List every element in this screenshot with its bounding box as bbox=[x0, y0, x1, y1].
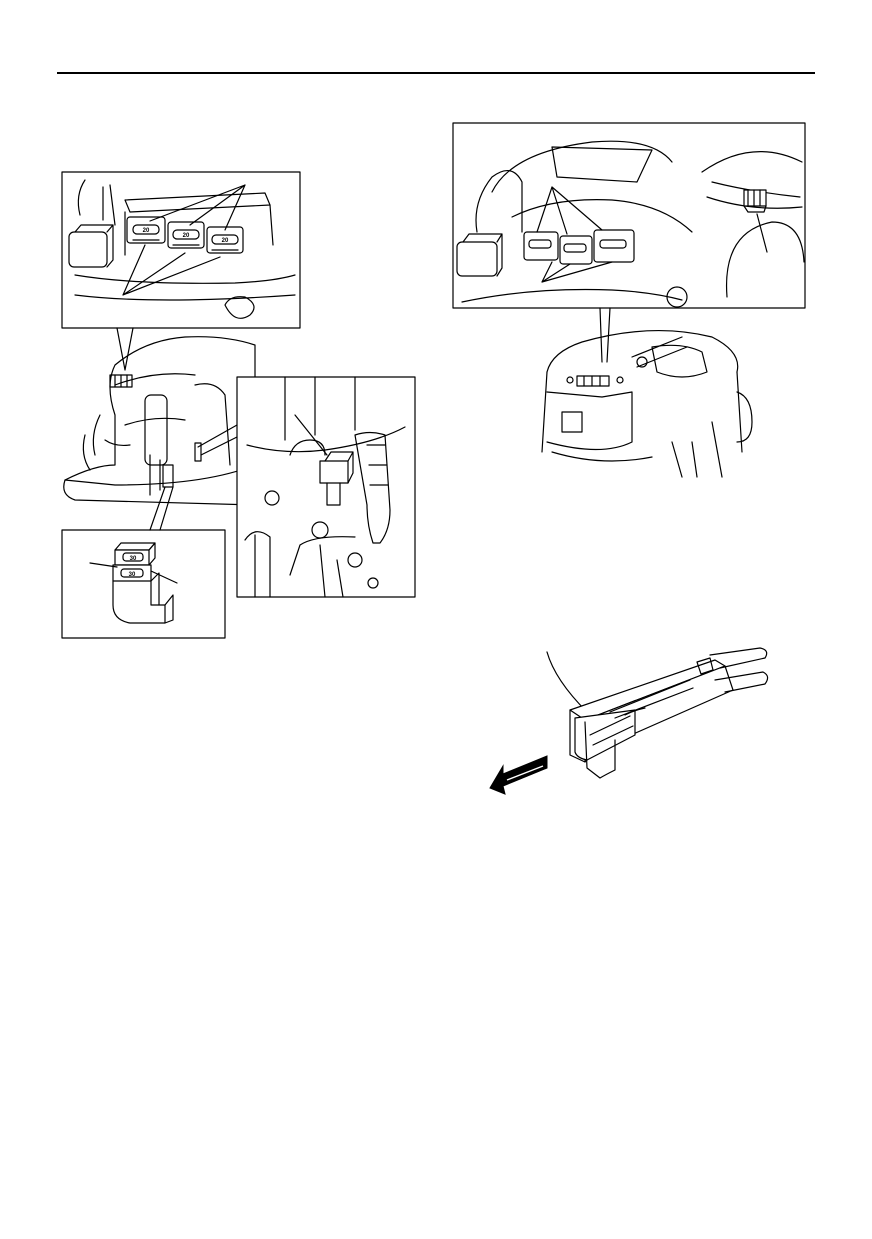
arrow-left-icon bbox=[489, 755, 548, 795]
header-rule bbox=[57, 72, 815, 74]
fuse-label-2: 20 bbox=[183, 233, 190, 239]
fuse-detail-label-1: 30 bbox=[130, 556, 137, 562]
engine-top-relay-figure bbox=[452, 122, 806, 478]
fuse-detail-label-2: 30 bbox=[129, 572, 136, 578]
fuse-label-1: 20 bbox=[143, 228, 150, 234]
engine-fuse-location-figure: 20 20 20 30 30 bbox=[61, 171, 416, 639]
fuse-label-3: 20 bbox=[222, 238, 229, 244]
fuse-puller-figure bbox=[489, 647, 769, 795]
